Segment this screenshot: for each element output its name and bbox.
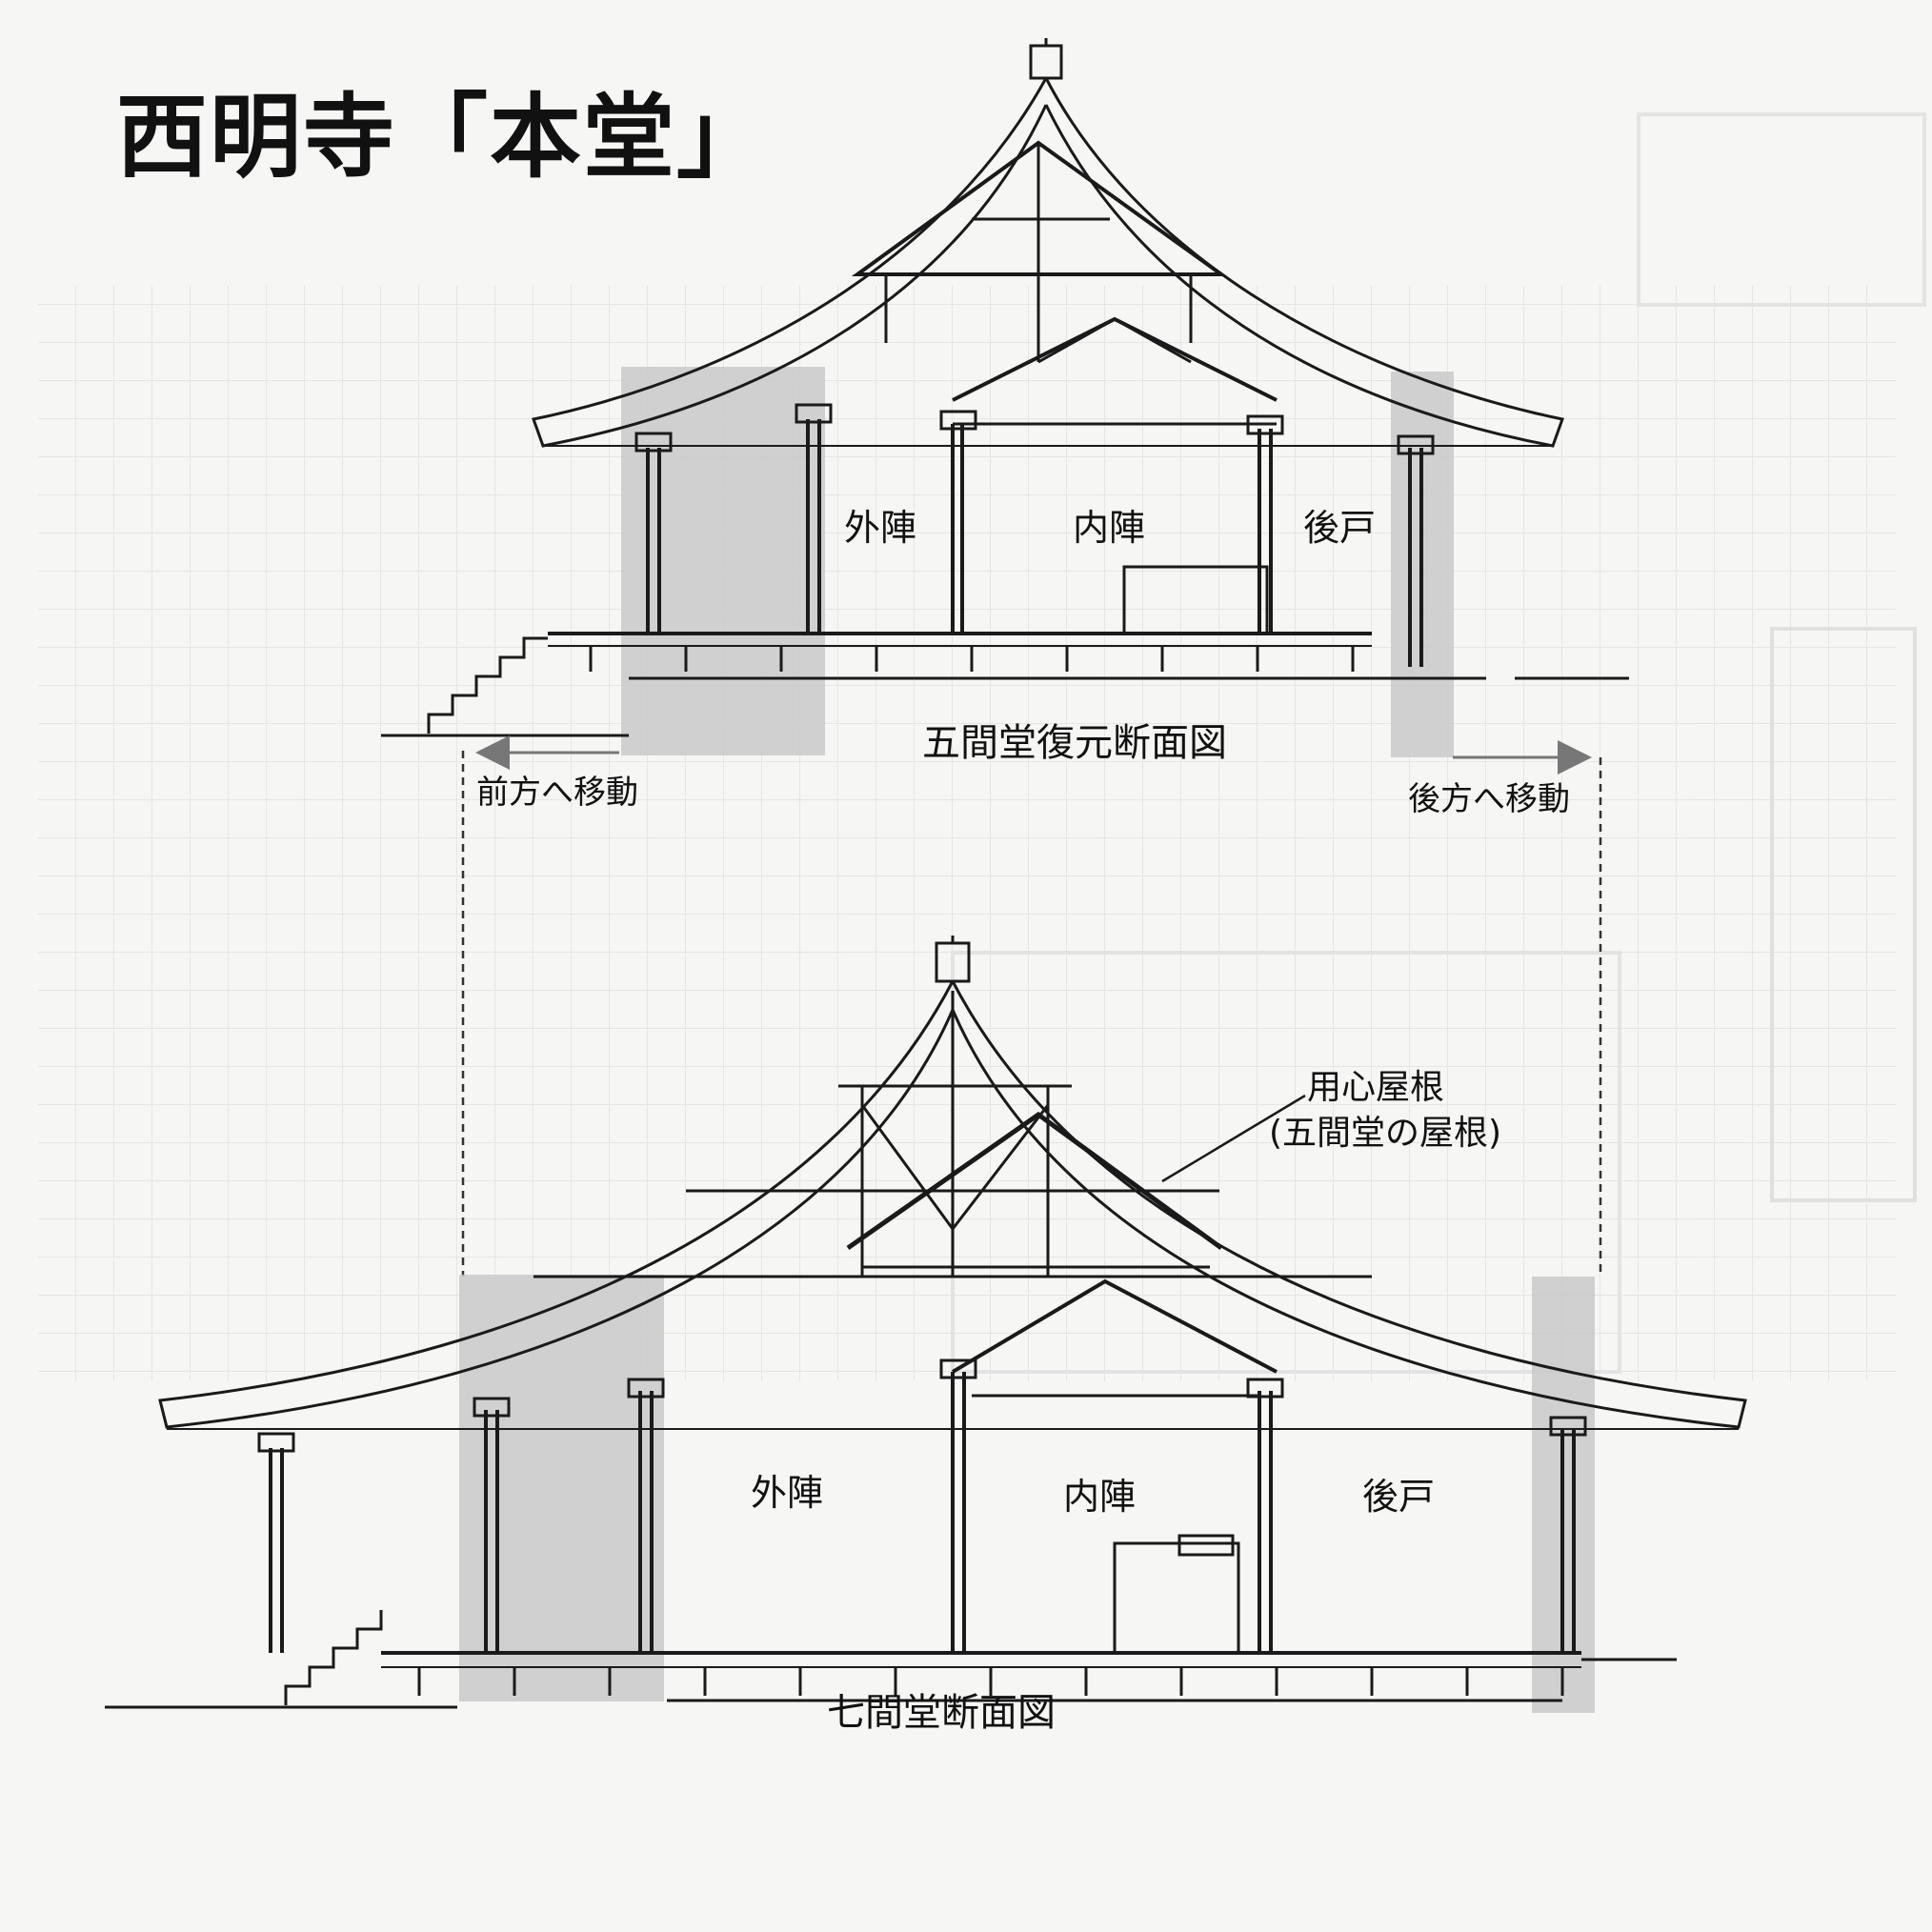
lower-shade-front (459, 1275, 664, 1701)
upper-room-rear: 後戸 (1303, 507, 1377, 549)
protective-roof-note-line2: (五間堂の屋根) (1269, 1114, 1502, 1153)
upper-brackets (634, 403, 1435, 455)
lower-caption: 七間堂断面図 (827, 1691, 1056, 1735)
lower-protective-roof (846, 1111, 1223, 1251)
ghost-background (38, 112, 1926, 1381)
lower-altar (1113, 1541, 1240, 1655)
upper-roof-right (1044, 77, 1564, 448)
lower-brackets (257, 1358, 1587, 1453)
label-move-back: 後方へ移動 (1408, 780, 1570, 818)
upper-room-outer: 外陣 (844, 507, 917, 549)
lower-roof-left (158, 980, 955, 1429)
lower-room-rear: 後戸 (1362, 1476, 1436, 1518)
movement-guides (461, 735, 1602, 1277)
lower-columns (269, 1372, 1576, 1653)
label-move-front: 前方へ移動 (476, 774, 638, 812)
page-title: 西明寺「本堂」 (116, 84, 770, 191)
lower-section (105, 936, 1747, 1713)
lower-roof-right (951, 980, 1747, 1429)
upper-caption: 五間堂復元断面図 (922, 721, 1227, 765)
upper-shade-front (621, 367, 825, 755)
upper-section (381, 38, 1629, 757)
lower-room-inner: 内陣 (1063, 1476, 1137, 1518)
upper-floor-posts (589, 646, 1355, 672)
lower-truss (533, 991, 1372, 1278)
upper-roof-left (532, 77, 1048, 448)
protective-roof-note-line1: 用心屋根 (1307, 1068, 1445, 1107)
upper-columns (646, 419, 1423, 667)
upper-room-inner: 内陣 (1073, 507, 1146, 549)
upper-stairs (427, 636, 548, 734)
lower-inner-gable (951, 1278, 1278, 1374)
lower-stairs (284, 1610, 383, 1705)
upper-finial (1029, 44, 1063, 80)
leader-line (1161, 1094, 1306, 1183)
lower-floor-posts (417, 1667, 1564, 1696)
lower-room-outer: 外陣 (751, 1472, 824, 1514)
